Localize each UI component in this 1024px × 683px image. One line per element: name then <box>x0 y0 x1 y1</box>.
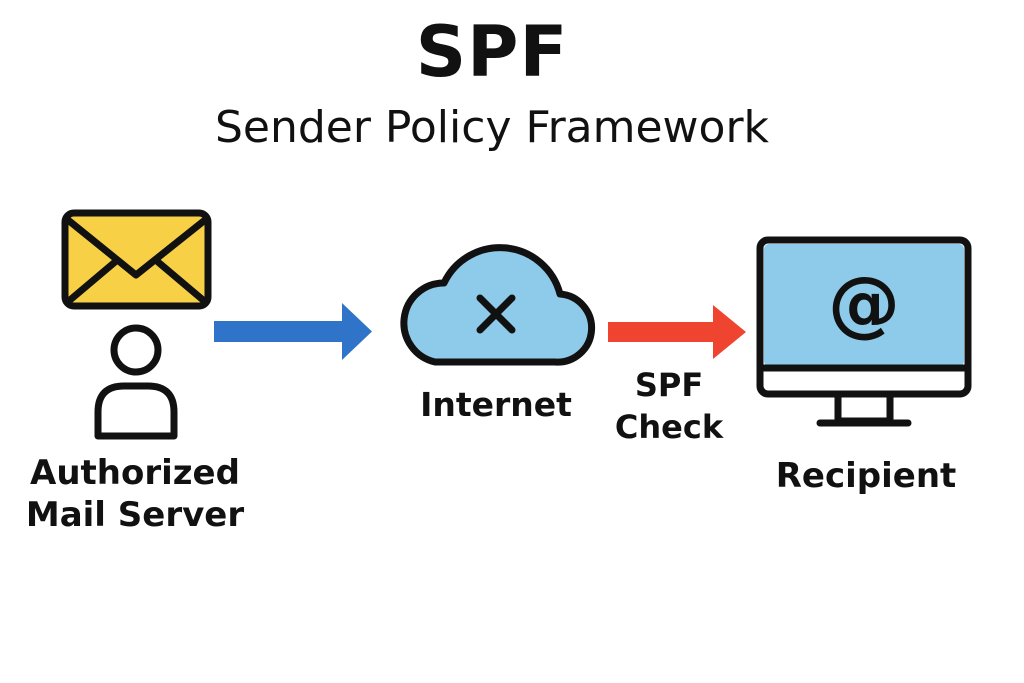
monitor-at-icon: @ <box>756 236 972 427</box>
arrow-internet-to-recipient <box>608 305 746 359</box>
spf-check-label: SPF Check <box>598 364 740 448</box>
cloud-x-icon <box>400 244 596 366</box>
person-icon <box>94 324 178 440</box>
diagram-subtitle: Sender Policy Framework <box>214 102 770 153</box>
sender-label-line2: Mail Server <box>25 495 245 535</box>
recipient-label: Recipient <box>775 456 957 496</box>
spf-check-label-line2: Check <box>614 408 724 446</box>
diagram-title: SPF <box>415 11 569 93</box>
internet-label: Internet <box>420 385 572 424</box>
envelope-icon <box>61 209 212 310</box>
sender-label: Authorized Mail Server <box>10 452 260 536</box>
sender-label-line1: Authorized <box>30 453 240 493</box>
at-symbol-icon: @ <box>828 261 900 345</box>
spf-check-label-line1: SPF <box>634 366 704 404</box>
arrow-sender-to-internet <box>214 303 372 360</box>
